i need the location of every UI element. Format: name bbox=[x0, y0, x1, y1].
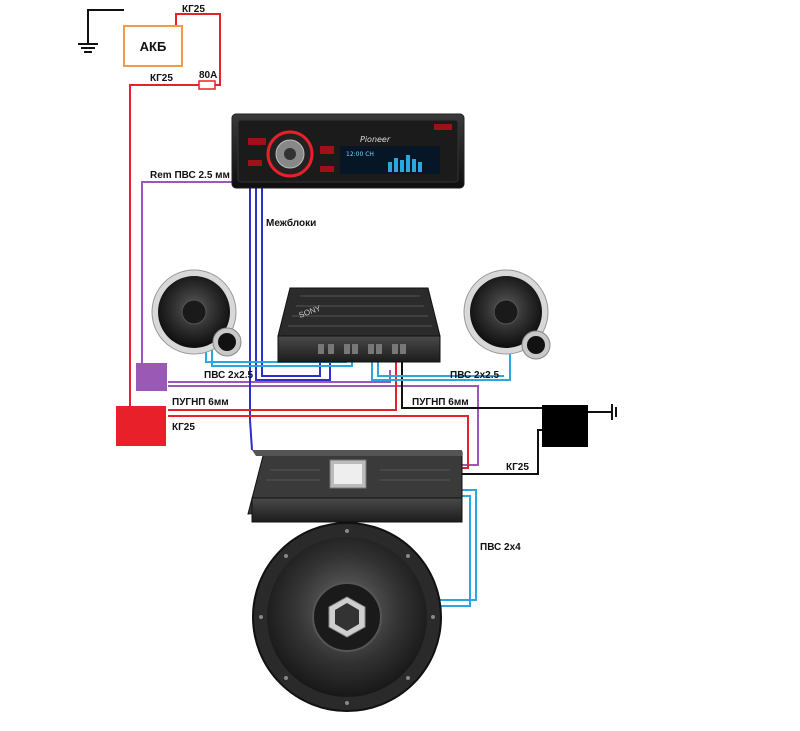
remote-distribution-block bbox=[136, 363, 167, 391]
power-wire-sub bbox=[168, 415, 469, 469]
remote-wire bbox=[141, 181, 236, 365]
label-kg25-ground: КГ25 bbox=[506, 462, 529, 473]
label-rem: Rem ПВС 2.5 мм bbox=[150, 170, 230, 181]
remote-wire-4ch bbox=[168, 370, 391, 383]
battery: АКБ bbox=[123, 25, 183, 67]
power-wire-4ch bbox=[168, 362, 397, 411]
subwoofer-wire-2 bbox=[440, 495, 471, 607]
power-distribution-block bbox=[116, 406, 166, 446]
subwoofer-amplifier bbox=[247, 450, 463, 523]
ground-distribution-block bbox=[542, 405, 588, 447]
subwoofer bbox=[252, 522, 442, 712]
speaker-wire-right-2 bbox=[377, 358, 504, 377]
label-interconnects: Межблоки bbox=[266, 217, 316, 229]
main-power-wire bbox=[129, 84, 200, 410]
label-pvs-right: ПВС 2х2.5 bbox=[450, 370, 499, 381]
interconnect-wire-3 bbox=[255, 187, 331, 381]
interconnect-wire-1 bbox=[249, 187, 253, 451]
battery-label: АКБ bbox=[140, 39, 167, 54]
ground-wire-4ch bbox=[401, 362, 544, 409]
right-speaker bbox=[463, 269, 551, 360]
label-pugnp-right: ПУГНП 6мм bbox=[412, 397, 469, 408]
label-pugnp-left: ПУГНП 6мм bbox=[172, 397, 229, 408]
four-channel-amplifier: SONY bbox=[277, 287, 441, 363]
remote-wire-amp bbox=[168, 385, 479, 466]
subwoofer-wire bbox=[438, 489, 477, 601]
left-speaker bbox=[151, 269, 242, 357]
label-kg25-left: КГ25 bbox=[150, 73, 173, 84]
label-pvs-left: ПВС 2х2.5 bbox=[204, 370, 253, 381]
label-kg25-top: КГ25 bbox=[182, 4, 205, 15]
head-unit-brand: Pioneer bbox=[360, 135, 391, 144]
label-fuse: 80А bbox=[199, 70, 217, 81]
chassis-ground bbox=[588, 404, 617, 420]
fuse bbox=[198, 80, 216, 90]
battery-ground-wire bbox=[78, 9, 124, 53]
head-unit-display: 12:00 CH bbox=[346, 151, 374, 158]
ground-wire-sub bbox=[462, 429, 544, 475]
head-unit: 12:00 CH Pioneer bbox=[231, 113, 465, 189]
label-pvs-sub: ПВС 2х4 bbox=[480, 542, 521, 553]
speaker-wire-right bbox=[371, 346, 511, 381]
label-kg25-block: КГ25 bbox=[172, 422, 195, 433]
